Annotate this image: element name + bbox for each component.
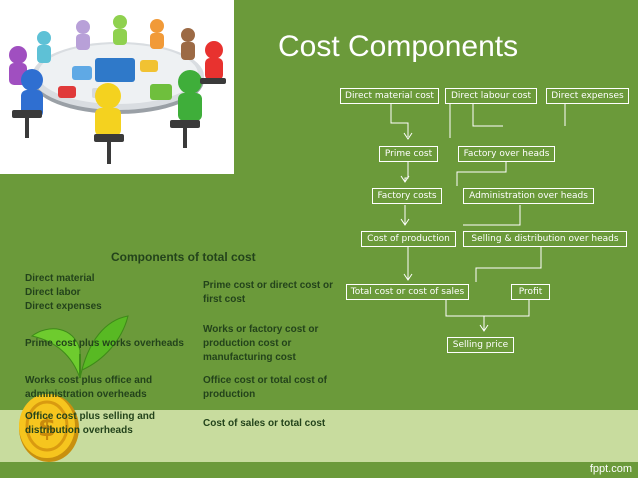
- cost-of-production-box: Cost of production: [361, 231, 456, 247]
- components-title: Components of total cost: [111, 250, 256, 264]
- direct-material-box: Direct material cost: [340, 88, 439, 104]
- bottom-band: [0, 410, 638, 462]
- profit-box: Profit: [511, 284, 550, 300]
- table-row-4-right: Cost of sales or total cost: [203, 418, 326, 429]
- factory-overheads-box: Factory over heads: [458, 146, 555, 162]
- brand-watermark: fppt.com: [589, 463, 632, 475]
- table-row-2-left: Prime cost plus works overheads: [25, 338, 184, 349]
- svg-text:$: $: [38, 413, 56, 443]
- prime-cost-box: Prime cost: [379, 146, 438, 162]
- table-row-4-left: Office cost plus selling and distributio…: [25, 411, 156, 436]
- table-row-1-left: Direct material Direct labor Direct expe…: [25, 273, 102, 312]
- selling-distribution-overheads-box: Selling & distribution over heads: [463, 231, 627, 247]
- administration-overheads-box: Administration over heads: [463, 188, 594, 204]
- factory-costs-box: Factory costs: [372, 188, 442, 204]
- coin-icon: $: [19, 394, 79, 462]
- slide-title: Cost Components: [278, 30, 519, 63]
- table-row-1-right: Prime cost or direct cost or first cost: [203, 280, 334, 305]
- table-row-3-left: Works cost plus office and administratio…: [25, 375, 153, 400]
- table-row-2-right: Works or factory cost or production cost…: [203, 324, 319, 363]
- direct-labour-box: Direct labour cost: [445, 88, 537, 104]
- footer-bar: [0, 462, 638, 478]
- total-cost-box: Total cost or cost of sales: [346, 284, 469, 300]
- direct-expenses-box: Direct expenses: [546, 88, 629, 104]
- leaf-decoration: [30, 315, 129, 379]
- table-row-3-right: Office cost or total cost of production: [203, 375, 327, 400]
- selling-price-box: Selling price: [447, 337, 514, 353]
- meeting-illustration: [0, 0, 234, 174]
